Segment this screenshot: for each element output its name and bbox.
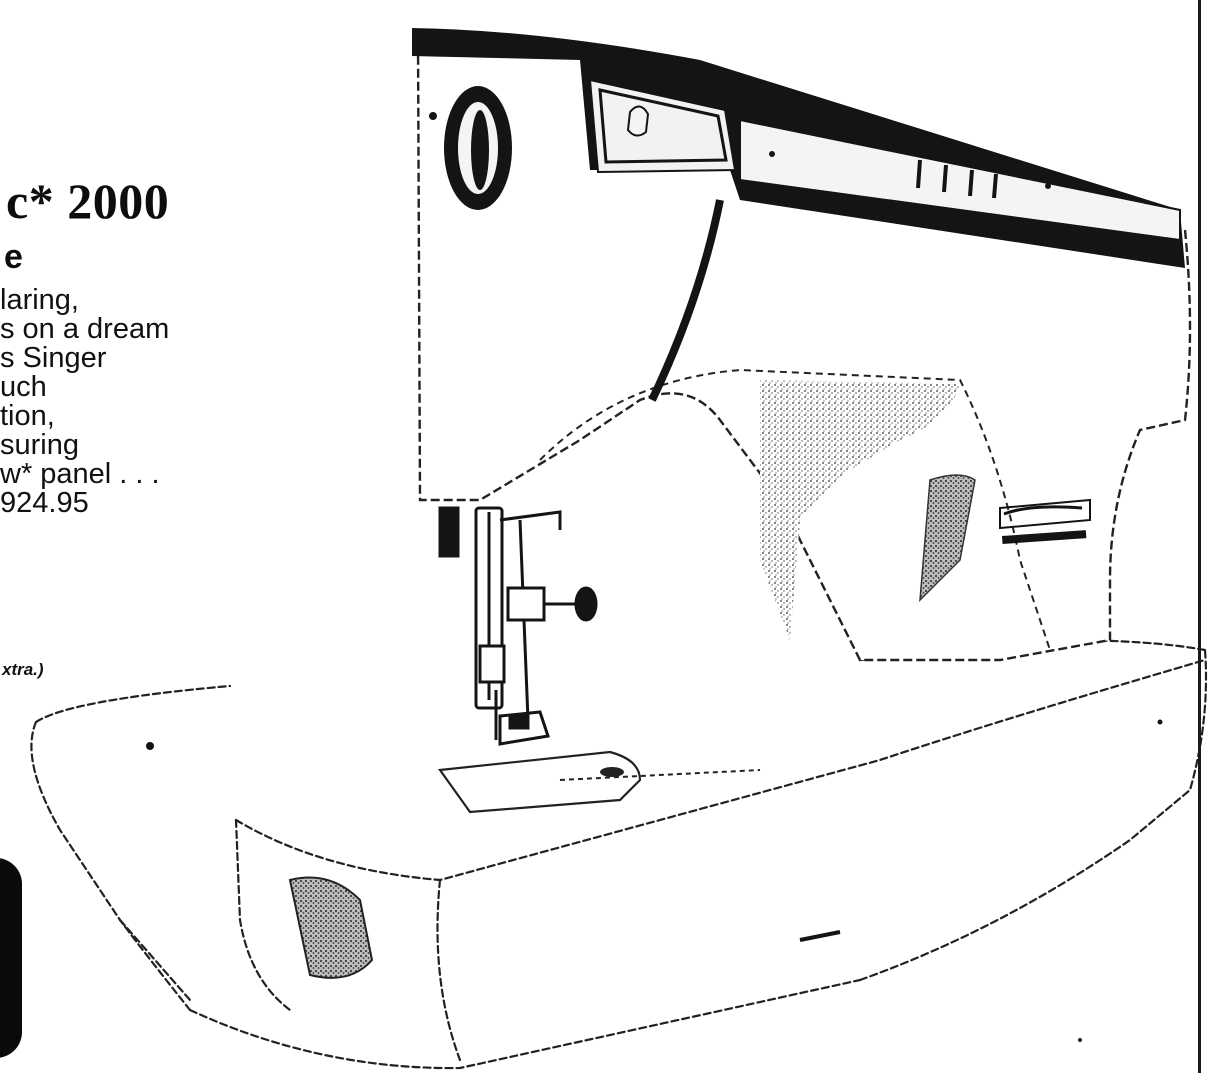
- needle-assembly: [438, 506, 598, 746]
- base-dot: [146, 742, 154, 750]
- ad-fineprint: xtra.): [2, 660, 44, 679]
- ad-subhead: e: [4, 238, 23, 276]
- ad-body-line: s on a dream: [0, 313, 170, 345]
- ad-body-line: tion,: [0, 400, 55, 432]
- machine-base: [30, 638, 1208, 1070]
- ad-body-line: s Singer: [0, 342, 107, 374]
- stitch-buttons: [798, 192, 1152, 248]
- ad-body-line: w* panel . . .: [0, 458, 160, 490]
- ad-headline: c* 2000: [6, 173, 170, 229]
- brand-badge-icon: [626, 105, 650, 137]
- ad-body-line: uch: [0, 371, 47, 403]
- top-control-strip: [412, 28, 1185, 268]
- head-seam: [648, 199, 724, 402]
- ad-body-line: laring,: [0, 284, 79, 316]
- page-edge-rule: [1198, 0, 1201, 1073]
- ad-body-copy: laring, s on a dream s Singer uch tion, …: [0, 286, 169, 518]
- black-side-tab: [0, 858, 22, 1058]
- front-vent: [288, 876, 374, 979]
- ad-body-line: suring: [0, 429, 79, 461]
- needle-plate: [438, 750, 761, 814]
- ad-price: 924.95: [0, 487, 89, 519]
- model-label: [999, 498, 1091, 544]
- hand-dial: [429, 86, 512, 210]
